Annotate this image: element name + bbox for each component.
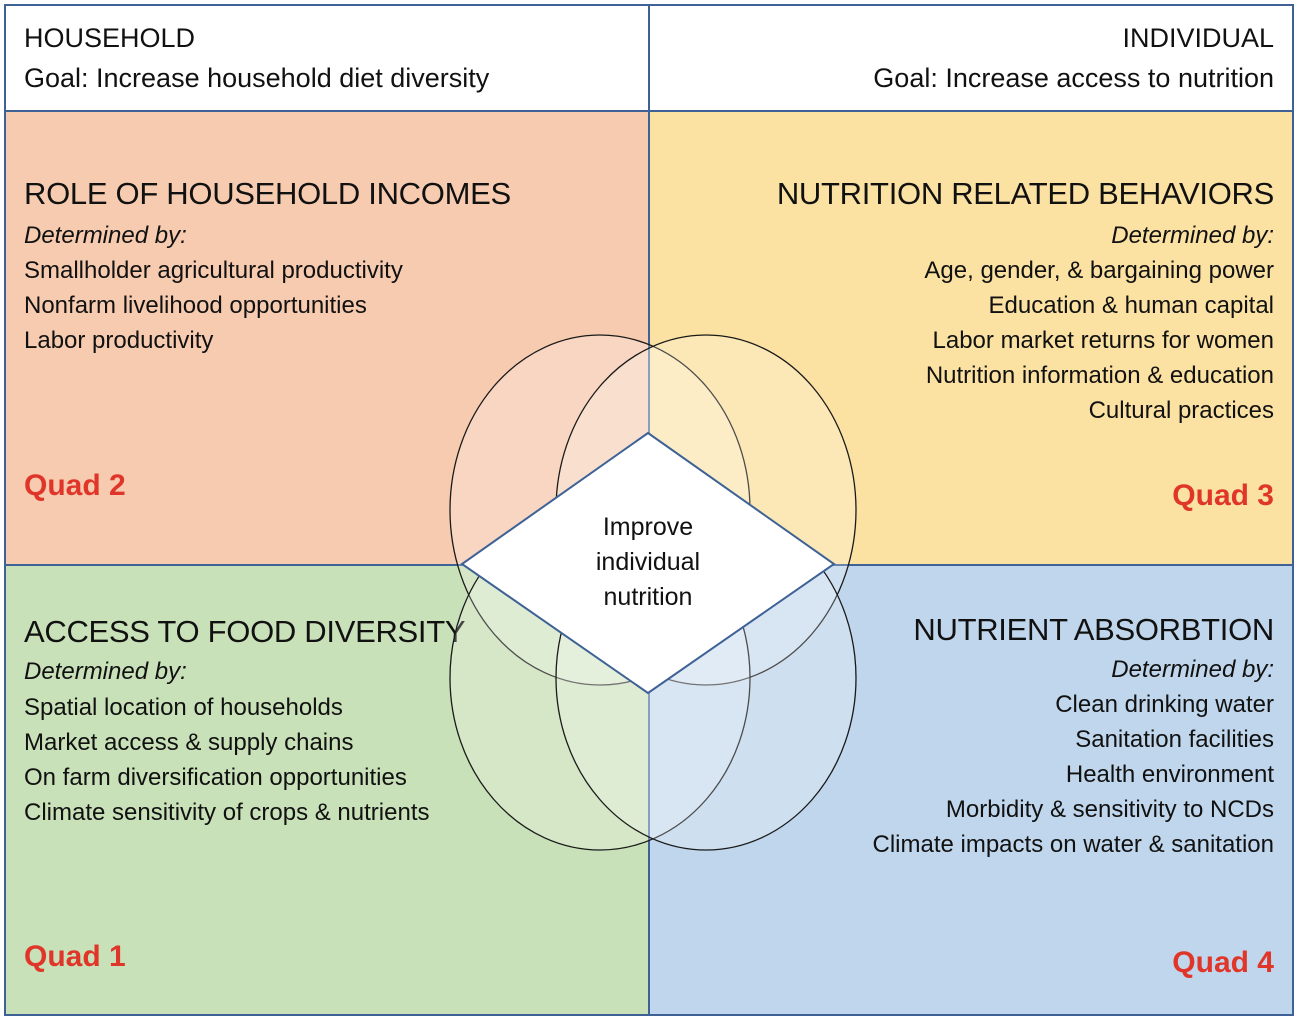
quadrant-3-item: Education & human capital [988,292,1274,319]
quadrant-4-title: NUTRIENT ABSORBTION [913,612,1274,647]
quadrant-4-determined: Determined by: [1111,656,1274,683]
quadrant-2-item: Smallholder agricultural productivity [24,257,403,284]
household-label: HOUSEHOLD [24,23,196,53]
quadrant-1-item: On farm diversification opportunities [24,764,407,791]
center-line: individual [595,548,701,576]
quadrant-4-item: Climate impacts on water & sanitation [872,831,1274,858]
quadrant-3-item: Nutrition information & education [925,362,1274,389]
quadrant-2-determined: Determined by: [24,222,187,249]
quadrant-4-item: Health environment [1065,761,1274,788]
quadrant-4-item: Morbidity & sensitivity to NCDs [945,796,1274,823]
center-line: nutrition [603,583,693,611]
quadrant-3-item: Age, gender, & bargaining power [924,257,1274,284]
quadrant-1: ACCESS TO FOOD DIVERSITY Determined by: … [4,564,650,1016]
center-diamond [460,431,836,695]
quadrant-3-item: Cultural practices [1088,397,1274,424]
quadrant-4-item: Clean drinking water [1055,691,1274,718]
center-goal-text: Improve individual nutrition [548,510,748,615]
individual-goal: Goal: Increase access to nutrition [873,63,1274,93]
quadrant-3-label: Quad 3 [1172,479,1274,512]
quadrant-1-item: Spatial location of households [24,694,343,721]
quadrant-2-item: Labor productivity [24,327,214,354]
center-line: Improve [602,513,694,541]
quadrant-2-title: ROLE OF HOUSEHOLD INCOMES [24,176,511,211]
quadrant-2-item: Nonfarm livelihood opportunities [24,292,367,319]
quadrant-2-label: Quad 2 [24,469,126,502]
quadrant-1-item: Market access & supply chains [24,729,354,756]
quadrant-1-item: Climate sensitivity of crops & nutrients [24,799,430,826]
quadrant-3: NUTRITION RELATED BEHAVIORS Determined b… [648,110,1294,566]
quadrant-1-label: Quad 1 [24,940,126,973]
individual-header: INDIVIDUAL Goal: Increase access to nutr… [648,4,1294,112]
quadrant-3-item: Labor market returns for women [932,327,1274,354]
quadrant-4-item: Sanitation facilities [1075,726,1274,753]
individual-label: INDIVIDUAL [1122,23,1274,53]
quadrant-4-label: Quad 4 [1172,946,1274,979]
quadrant-1-determined: Determined by: [24,658,187,685]
quadrant-4: NUTRIENT ABSORBTION Determined by: Clean… [648,564,1294,1016]
quadrant-1-title: ACCESS TO FOOD DIVERSITY [24,614,466,649]
household-header: HOUSEHOLD Goal: Increase household diet … [4,4,650,112]
quadrant-3-determined: Determined by: [1111,222,1274,249]
household-goal: Goal: Increase household diet diversity [24,63,490,93]
quadrant-3-title: NUTRITION RELATED BEHAVIORS [776,176,1274,211]
